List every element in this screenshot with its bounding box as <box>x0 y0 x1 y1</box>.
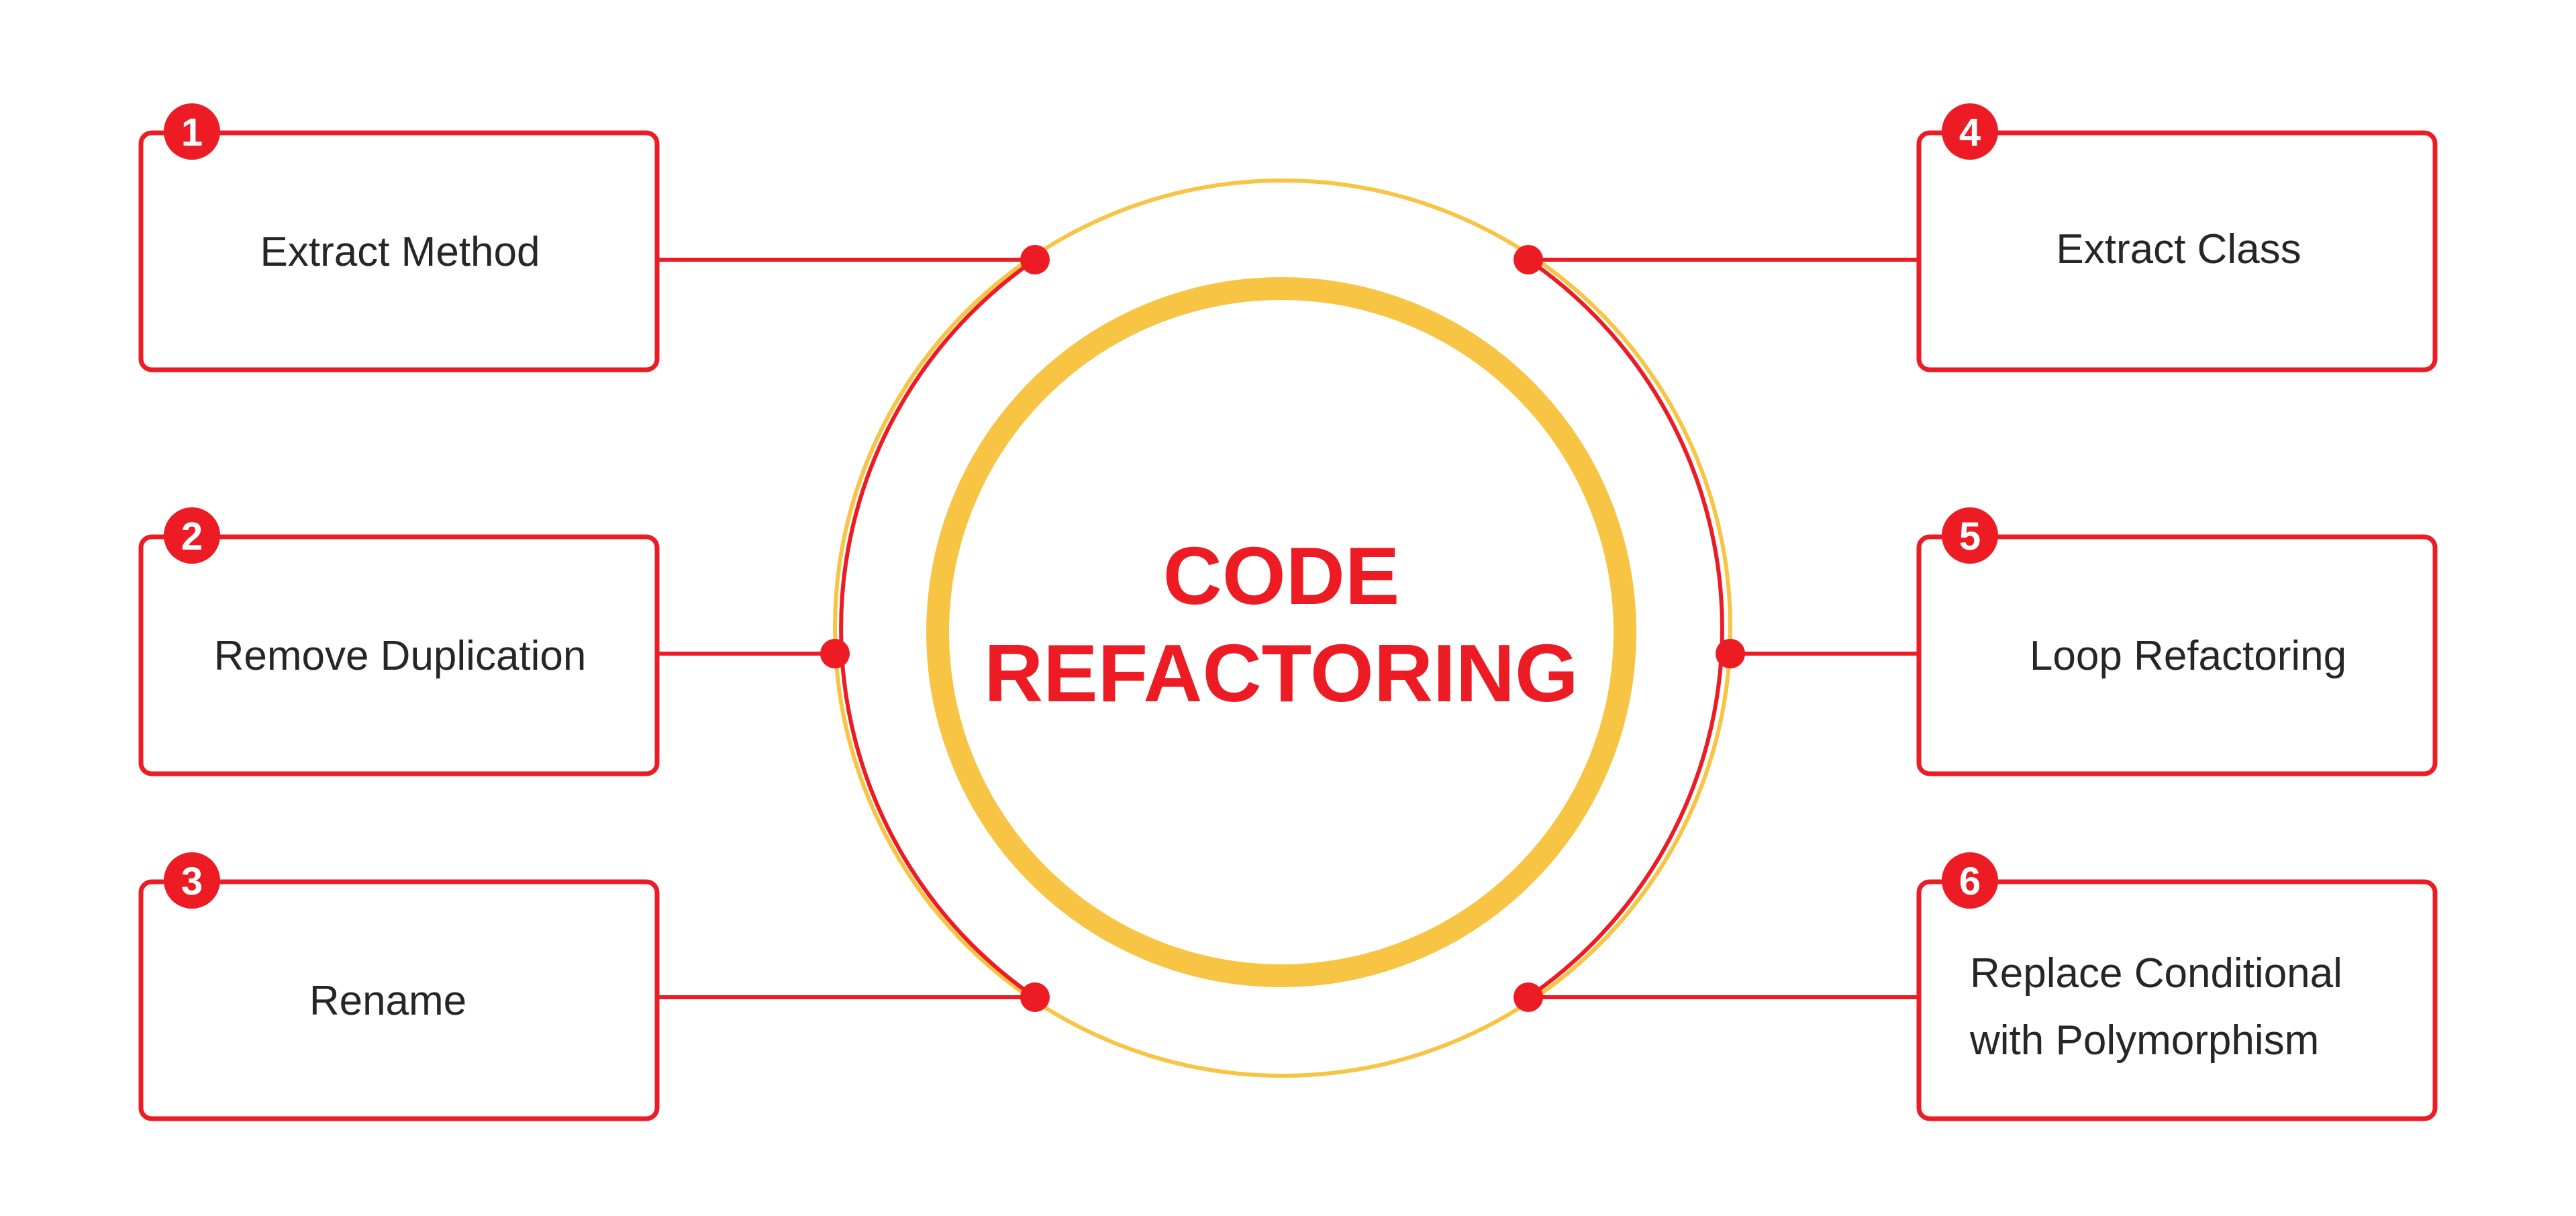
connector-dot-3 <box>1020 982 1050 1012</box>
number-badge-2 <box>164 507 220 564</box>
item-label-6-line-2: with Polymorphism <box>1969 1017 2319 1064</box>
left-red-arc <box>839 258 1036 999</box>
number-6: 6 <box>1959 860 1981 903</box>
number-badge-3 <box>164 852 220 909</box>
number-badge-5 <box>1942 507 1998 564</box>
number-5: 5 <box>1959 515 1981 558</box>
item-label-6-line-1: Replace Conditional <box>1970 950 2342 997</box>
connector-dot-1 <box>1020 245 1050 274</box>
number-1: 1 <box>181 111 203 154</box>
item-label-1: Extract Method <box>260 229 540 275</box>
inner-ring <box>926 277 1636 987</box>
item-box-2: Remove Duplication 2 <box>138 507 660 776</box>
connector-dot-4 <box>1514 245 1543 274</box>
item-box-3: Rename 3 <box>138 852 660 1121</box>
outer-ring <box>833 179 1732 1078</box>
item-label-4: Extract Class <box>2056 226 2301 272</box>
number-4: 4 <box>1959 111 1981 154</box>
connector-dot-5 <box>1716 639 1745 668</box>
number-3: 3 <box>181 860 203 903</box>
right-red-arc <box>1527 258 1724 999</box>
item-box-1: Extract Method 1 <box>138 103 660 372</box>
item-label-3: Rename <box>309 978 466 1024</box>
number-2: 2 <box>181 515 203 558</box>
number-badge-6 <box>1942 852 1998 909</box>
item-box-4: Extract Class 4 <box>1916 103 2438 372</box>
item-label-2: Remove Duplication <box>214 633 587 679</box>
number-badge-1 <box>164 103 220 160</box>
title-line-1: CODE <box>1163 530 1399 621</box>
item-box-6: Replace Conditional with Polymorphism 6 <box>1916 852 2438 1121</box>
item-label-5: Loop Refactoring <box>2030 633 2346 679</box>
connector-dot-2 <box>820 639 850 668</box>
title-line-2: REFACTORING <box>984 627 1579 719</box>
connector-dot-6 <box>1514 982 1543 1012</box>
item-box-5: Loop Refactoring 5 <box>1916 507 2438 776</box>
number-badge-4 <box>1942 103 1998 160</box>
